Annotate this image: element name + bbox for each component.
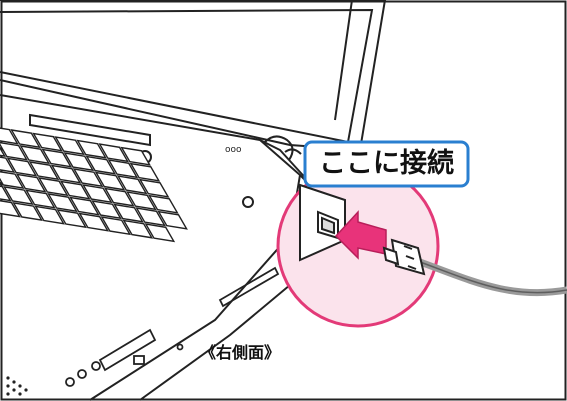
right-side-caption: 《右側面》 bbox=[200, 343, 281, 362]
keyboard bbox=[0, 125, 188, 243]
lan-cable-plug-icon bbox=[382, 238, 426, 276]
laptop-side-details bbox=[6, 230, 314, 396]
callout-connect-here: ここに接続 bbox=[319, 148, 454, 179]
lan-port-icon bbox=[299, 183, 346, 262]
callout-box bbox=[303, 140, 470, 188]
svg-text:ooo: ooo bbox=[225, 145, 242, 155]
lan-cable bbox=[418, 258, 567, 297]
insert-arrow-icon bbox=[334, 210, 387, 260]
